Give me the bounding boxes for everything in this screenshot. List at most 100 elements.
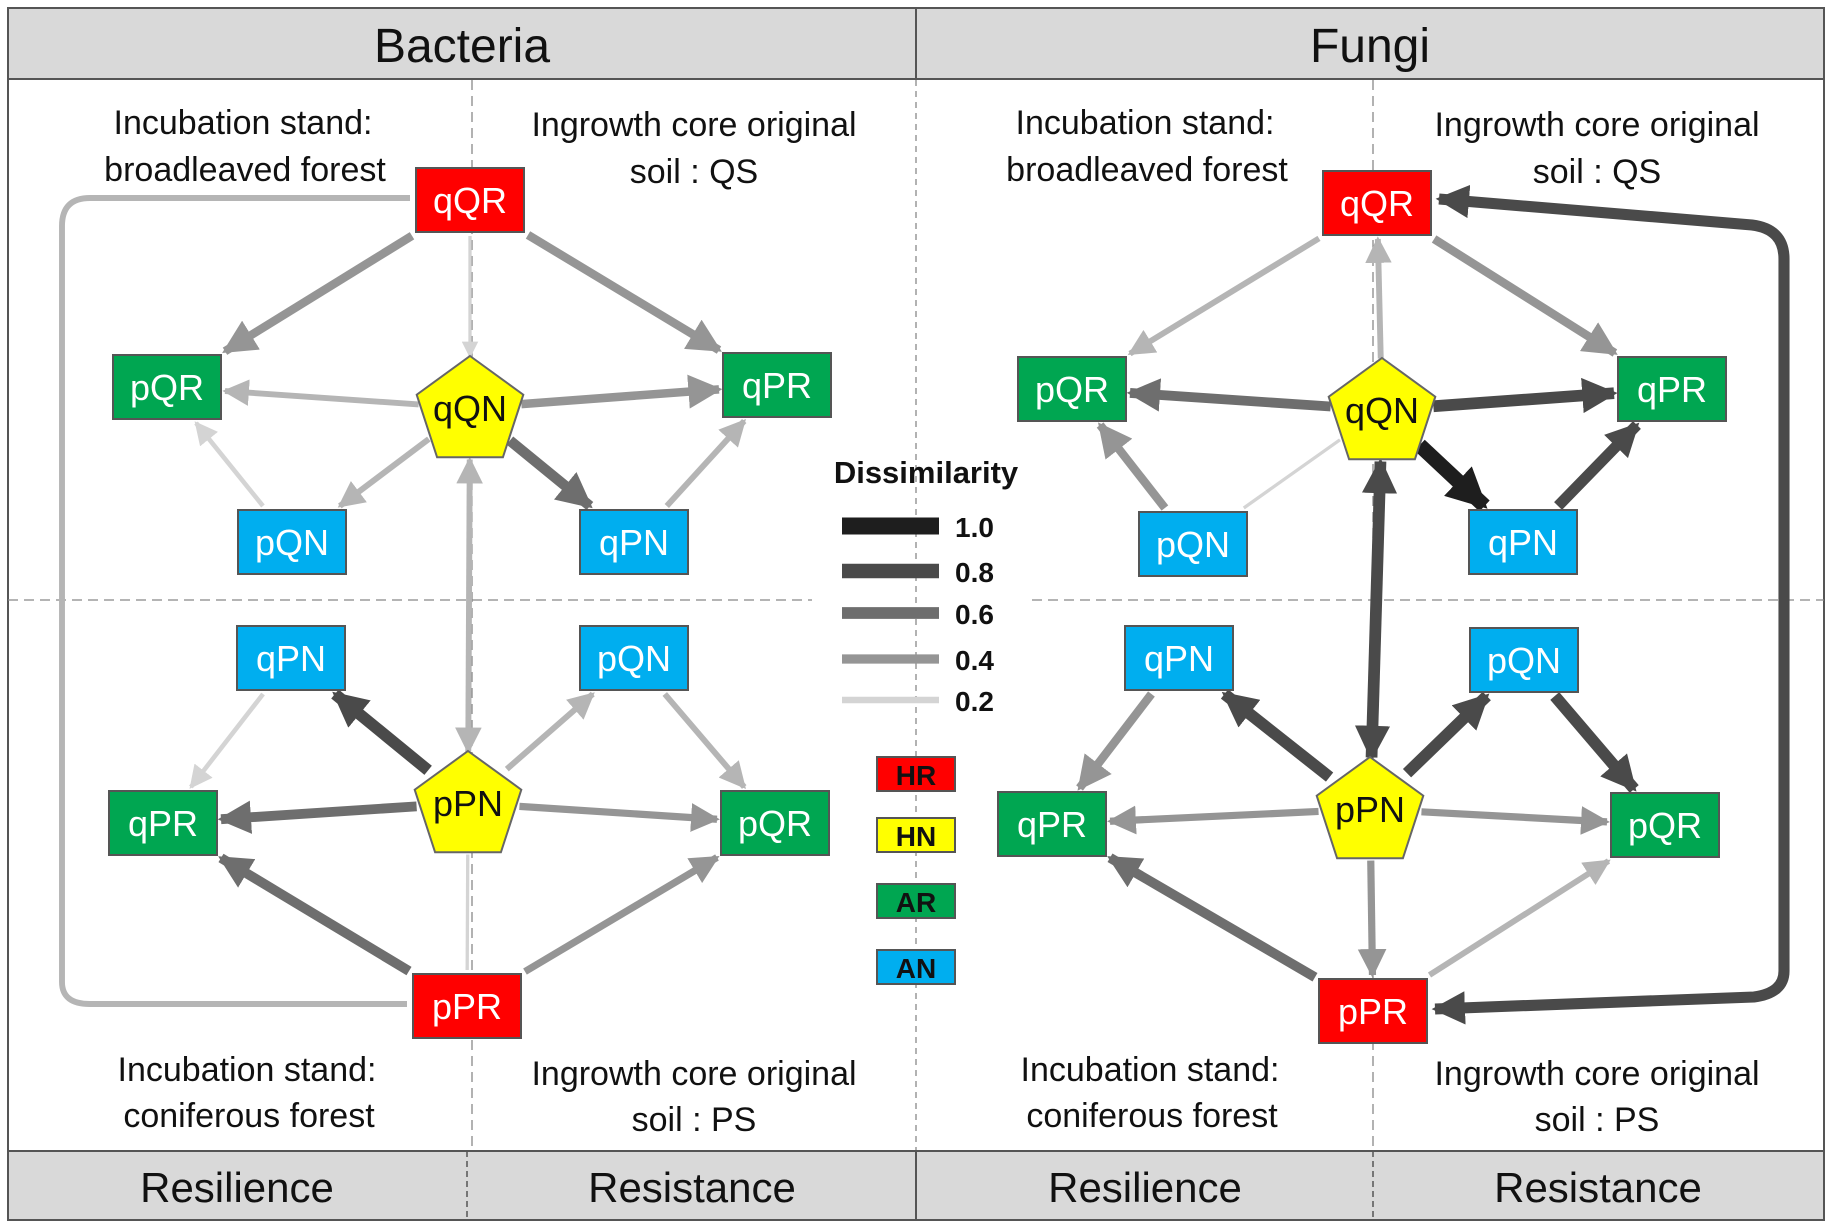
node-label: qPR [128,803,198,844]
node-bacteria-qQR_t: qQR [415,167,525,233]
edge-fungi-15 [1076,691,1155,791]
node-fungi-qQN_t: qQN [1327,356,1437,461]
node-pentagon [413,749,523,854]
edge-bacteria-18 [465,854,470,971]
node-box [112,354,222,420]
label-stand-coniferous-line1: Incubation stand: [1021,1051,1280,1089]
node-label: pPN [433,783,503,824]
node-label: pQN [597,638,671,679]
node-label: qPR [742,365,812,406]
label-stand-broadleaved-line1: Incubation stand: [1016,104,1275,142]
edge-bacteria-5 [506,436,594,511]
label-core-ps-line2: soil : PS [632,1101,757,1139]
node-label: pQN [1487,640,1561,681]
node-label: qPN [1144,638,1214,679]
node-label: qPR [1637,369,1707,410]
label-core-ps-line1: Ingrowth core original [1434,1055,1759,1093]
footer-resilience-fungi: Resilience [1048,1164,1242,1211]
node-bacteria-qQN_t: qQN [415,354,525,459]
node-box [997,791,1107,857]
label-core-ps-line1: Ingrowth core original [531,1055,856,1093]
node-bacteria-qPN_t: qPN [579,509,689,575]
node-bacteria-pQR_t: pQR [112,354,222,420]
legend-category-an: AN [876,949,956,985]
node-box [108,790,218,856]
node-bacteria-qPR_b: qPR [108,790,218,856]
node-bacteria-pPN_b: pPN [413,749,523,854]
quadrant-labels-bacteria: Incubation stand: broadleaved forest Ing… [104,104,856,1139]
edge-bacteria-17 [523,854,720,975]
edge-bacteria-13 [519,802,720,832]
node-fungi-pQN_t: pQN [1138,511,1248,577]
node-box [579,625,689,691]
legend-category-ar: AR [876,883,956,919]
node-box [720,790,830,856]
node-fungi-qPN_t: qPN [1468,509,1578,575]
node-pentagon [1315,755,1425,860]
edge-bacteria-12 [217,800,417,834]
legend-category-hr: HR [876,756,956,792]
node-fungi-qPN_b: qPN [1124,625,1234,691]
label-stand-coniferous-line2: coniferous forest [123,1097,375,1135]
edge-fungi-14 [1357,860,1387,978]
legend-category-swatch [876,949,956,985]
node-label: qPN [256,638,326,679]
node-box [1610,792,1720,858]
legend-scale-label: 1.0 [955,512,994,543]
node-bacteria-pPR_b: pPR [412,973,522,1039]
label-stand-coniferous-line1: Incubation stand: [118,1051,377,1089]
header-fungi: Fungi [1310,20,1430,73]
node-box [1124,625,1234,691]
node-box [412,973,522,1039]
header-bacteria: Bacteria [374,20,550,73]
edge-bacteria-9 [455,456,483,755]
edge-bacteria-10 [331,689,432,775]
node-box [236,625,346,691]
edge-fungi-2 [1365,236,1392,359]
node-label: qPN [599,522,669,563]
legend-category-swatch [876,817,956,853]
legend-scale-label: 0.6 [955,599,994,630]
edge-bacteria-11 [504,691,595,772]
edge-bacteria-19 [59,195,410,1007]
edge-bacteria-2 [222,379,419,408]
edge-bacteria-0 [222,232,415,355]
footer-resistance-bacteria: Resistance [588,1164,796,1211]
label-stand-broadleaved-line2: broadleaved forest [1006,151,1288,189]
node-box [415,167,525,233]
node-fungi-qPR_t: qPR [1617,356,1727,422]
node-box [1468,509,1578,575]
edge-bacteria-14 [189,692,265,789]
node-bacteria-pQR_b: pQR [720,790,830,856]
node-box [579,509,689,575]
node-box [1017,356,1127,422]
edge-fungi-5 [1242,438,1341,510]
node-bacteria-qPN_b: qPN [236,625,346,691]
node-box [237,509,347,575]
node-bacteria-pQN_t: pQN [237,509,347,575]
edge-bacteria-15 [662,692,747,790]
footer-resistance-fungi: Resistance [1494,1164,1702,1211]
node-label: pQR [1035,369,1109,410]
node-label: qQN [1345,390,1419,431]
node-box [1318,978,1428,1044]
label-stand-coniferous-line2: coniferous forest [1026,1097,1278,1135]
node-box [1322,170,1432,236]
edge-fungi-12 [1107,805,1319,835]
node-label: pPN [1335,789,1405,830]
edge-bacteria-1 [525,231,722,354]
legend-title: Dissimilarity [834,455,1019,490]
edge-fungi-16 [1550,692,1639,793]
node-label: pQN [255,522,329,563]
node-pentagon [1327,356,1437,461]
edge-fungi-3 [1126,378,1331,412]
node-fungi-pQN_b: pQN [1469,627,1579,693]
edge-fungi-0 [1127,235,1321,357]
legend-scale-label: 0.8 [955,557,994,588]
label-core-qs-line2: soil : QS [630,153,758,191]
edge-fungi-8 [1554,421,1641,510]
node-box [722,352,832,418]
quadrant-labels-fungi: Incubation stand: broadleaved forest Ing… [1006,104,1759,1139]
